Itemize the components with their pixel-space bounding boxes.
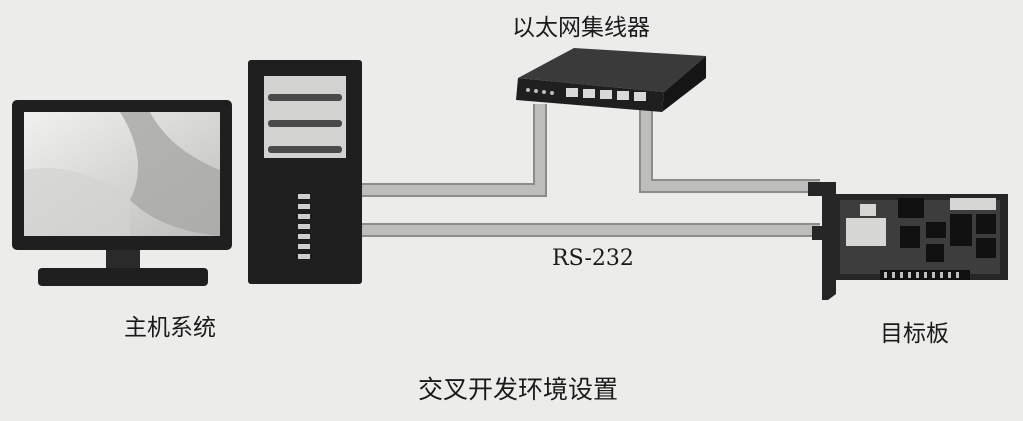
target-label: 目标板 bbox=[880, 321, 949, 347]
host-monitor-icon bbox=[12, 100, 232, 286]
ethernet-hub-icon bbox=[516, 48, 706, 112]
host-tower-icon bbox=[248, 60, 362, 284]
hub-label: 以太网集线器 bbox=[512, 15, 650, 41]
target-board-icon bbox=[808, 182, 1008, 300]
ethernet-cable-hub-target bbox=[639, 110, 820, 193]
ethernet-cable-host-hub bbox=[360, 104, 547, 197]
host-label: 主机系统 bbox=[124, 315, 216, 341]
rs232-label: RS-232 bbox=[552, 246, 634, 271]
diagram-caption: 交叉开发环境设置 bbox=[418, 375, 619, 404]
